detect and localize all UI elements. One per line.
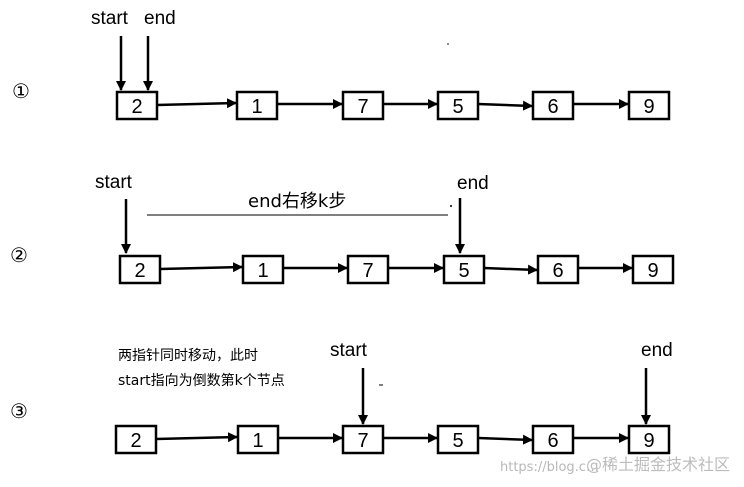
- node-box: [115, 90, 159, 121]
- step-2-marker: ②: [10, 243, 28, 267]
- node-value: 2: [130, 430, 141, 452]
- node-value: 6: [552, 260, 563, 282]
- note-line-1: 两指针同时移动，此时: [118, 348, 258, 364]
- node-box: [536, 254, 580, 285]
- node-box: [341, 90, 385, 121]
- node-value: 9: [643, 96, 654, 118]
- node-value: 7: [357, 430, 368, 452]
- end-pointer-label: end: [144, 8, 176, 29]
- node-box: [241, 254, 285, 285]
- link-arrow: [155, 432, 238, 443]
- end-pointer-label: end: [641, 340, 673, 361]
- node-value: 9: [643, 430, 654, 452]
- node-box: [442, 254, 486, 285]
- link-arrow: [477, 100, 533, 111]
- node-value: 1: [252, 430, 263, 452]
- node-value: 5: [458, 260, 469, 282]
- start-pointer-label: start: [95, 172, 133, 193]
- node-value: 7: [362, 260, 373, 282]
- node-value: 7: [357, 96, 368, 118]
- node-value: 2: [134, 260, 145, 282]
- node-value: 5: [452, 96, 463, 118]
- link-arrow: [477, 434, 533, 445]
- node-value: 9: [647, 260, 658, 282]
- node-box: [236, 424, 280, 455]
- node-box: [436, 424, 480, 455]
- node-box: [118, 254, 162, 285]
- node-box: [631, 254, 675, 285]
- note-line-2: start指向为倒数第k个节点: [118, 372, 285, 389]
- node-box: [235, 90, 279, 121]
- node-box: [627, 90, 671, 121]
- node-box: [436, 90, 480, 121]
- end-move-label: end右移k步: [248, 191, 346, 212]
- link-arrow: [159, 262, 243, 273]
- node-value: 2: [131, 96, 142, 118]
- node-box: [341, 424, 385, 455]
- link-arrow: [156, 98, 237, 109]
- node-box: [531, 424, 575, 455]
- step-1-marker: ①: [12, 79, 30, 103]
- node-box: [627, 424, 671, 455]
- node-value: 6: [547, 430, 558, 452]
- start-pointer-label: start: [91, 8, 129, 29]
- node-value: 1: [251, 96, 262, 118]
- node-box: [531, 90, 575, 121]
- start-pointer-label: start: [330, 340, 368, 361]
- node-box: [346, 254, 390, 285]
- row-1-list: start end 2 1 7 5 6 9: [91, 8, 671, 121]
- watermark-url: https://blog.c…: [500, 460, 599, 475]
- node-value: 5: [452, 430, 463, 452]
- node-value: 1: [257, 260, 268, 282]
- step-3-marker: ③: [10, 399, 28, 423]
- row-2-list: start end end右移k步 2 1 7 5 6 9: [95, 172, 675, 285]
- end-pointer-label: end: [457, 173, 489, 194]
- node-box: [114, 424, 158, 455]
- node-value: 6: [547, 96, 558, 118]
- link-arrow: [483, 264, 538, 275]
- watermark-site: @稀土掘金技术社区: [586, 455, 730, 474]
- row-3-list: 两指针同时移动，此时 start指向为倒数第k个节点 start end 2 1…: [114, 340, 673, 455]
